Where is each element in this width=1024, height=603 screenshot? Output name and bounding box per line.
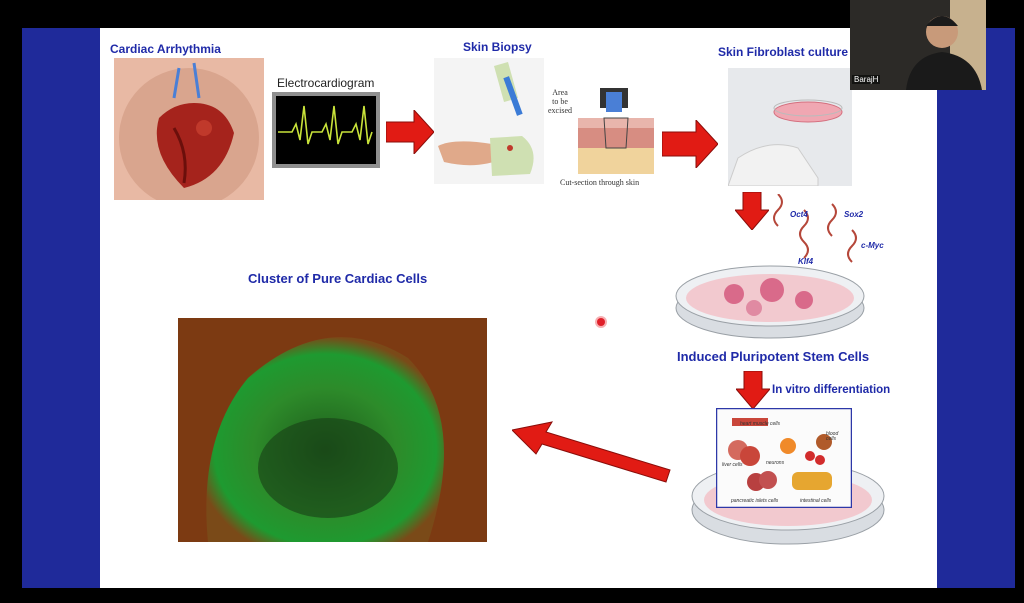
right-blue-band: [937, 28, 1015, 588]
cluster-title: Cluster of Pure Cardiac Cells: [248, 271, 428, 286]
pointer-cursor: [597, 318, 605, 326]
liver-cells-label: liver cells: [722, 462, 743, 468]
participant-name: BarajH: [852, 75, 881, 84]
heart-chest-illustration: [114, 58, 264, 200]
pancreatic-label: pancreatic islets cells: [731, 498, 779, 504]
ecg-monitor: [272, 92, 380, 168]
arrow-down-to-ips: [735, 192, 769, 230]
cardiac-arrhythmia-title: Cardiac Arrhythmia: [110, 42, 221, 56]
arrow-to-cardiac-cluster: [512, 421, 671, 483]
skin-biopsy-hands: [434, 58, 544, 184]
arrow-to-biopsy: [386, 110, 434, 154]
cut-section-caption: Cut-section through skin: [560, 178, 640, 187]
cmyc-label: c-Myc: [861, 241, 884, 250]
arrow-down-to-differentiation: [736, 371, 770, 409]
in-vitro-title: In vitro differentiation: [772, 384, 891, 396]
neurons-label: neurons: [766, 460, 785, 466]
ips-petri-dish: [675, 265, 865, 339]
transcription-factor-dna: [773, 194, 857, 263]
intestinal-label: intestinal cells: [800, 498, 832, 504]
skin-biopsy-title: Skin Biopsy: [463, 40, 532, 54]
klf4-label: Klf4: [798, 257, 814, 266]
skin-cross-section: [578, 88, 654, 174]
sox2-label: Sox2: [844, 210, 864, 219]
arrow-to-fibroblast: [662, 120, 718, 168]
cardiac-cluster-image: [178, 318, 487, 542]
oct4-label: Oct4: [790, 210, 808, 219]
left-blue-band: [22, 28, 100, 588]
electrocardiogram-label: Electrocardiogram: [277, 76, 375, 90]
fibroblast-culture-photo: [728, 68, 852, 186]
skin-fibroblast-title: Skin Fibroblast culture: [718, 45, 849, 59]
participant-video-thumbnail[interactable]: BarajH: [850, 0, 986, 90]
heart-muscle-label: heart muscle cells: [740, 421, 781, 427]
area-excised-note: Area to be excised: [548, 88, 572, 115]
differentiated-cells-panel: [716, 408, 852, 508]
induced-pluripotent-title: Induced Pluripotent Stem Cells: [677, 349, 870, 364]
slide-area: Cardiac Arrhythmia Skin Biopsy Skin Fibr…: [100, 28, 937, 588]
